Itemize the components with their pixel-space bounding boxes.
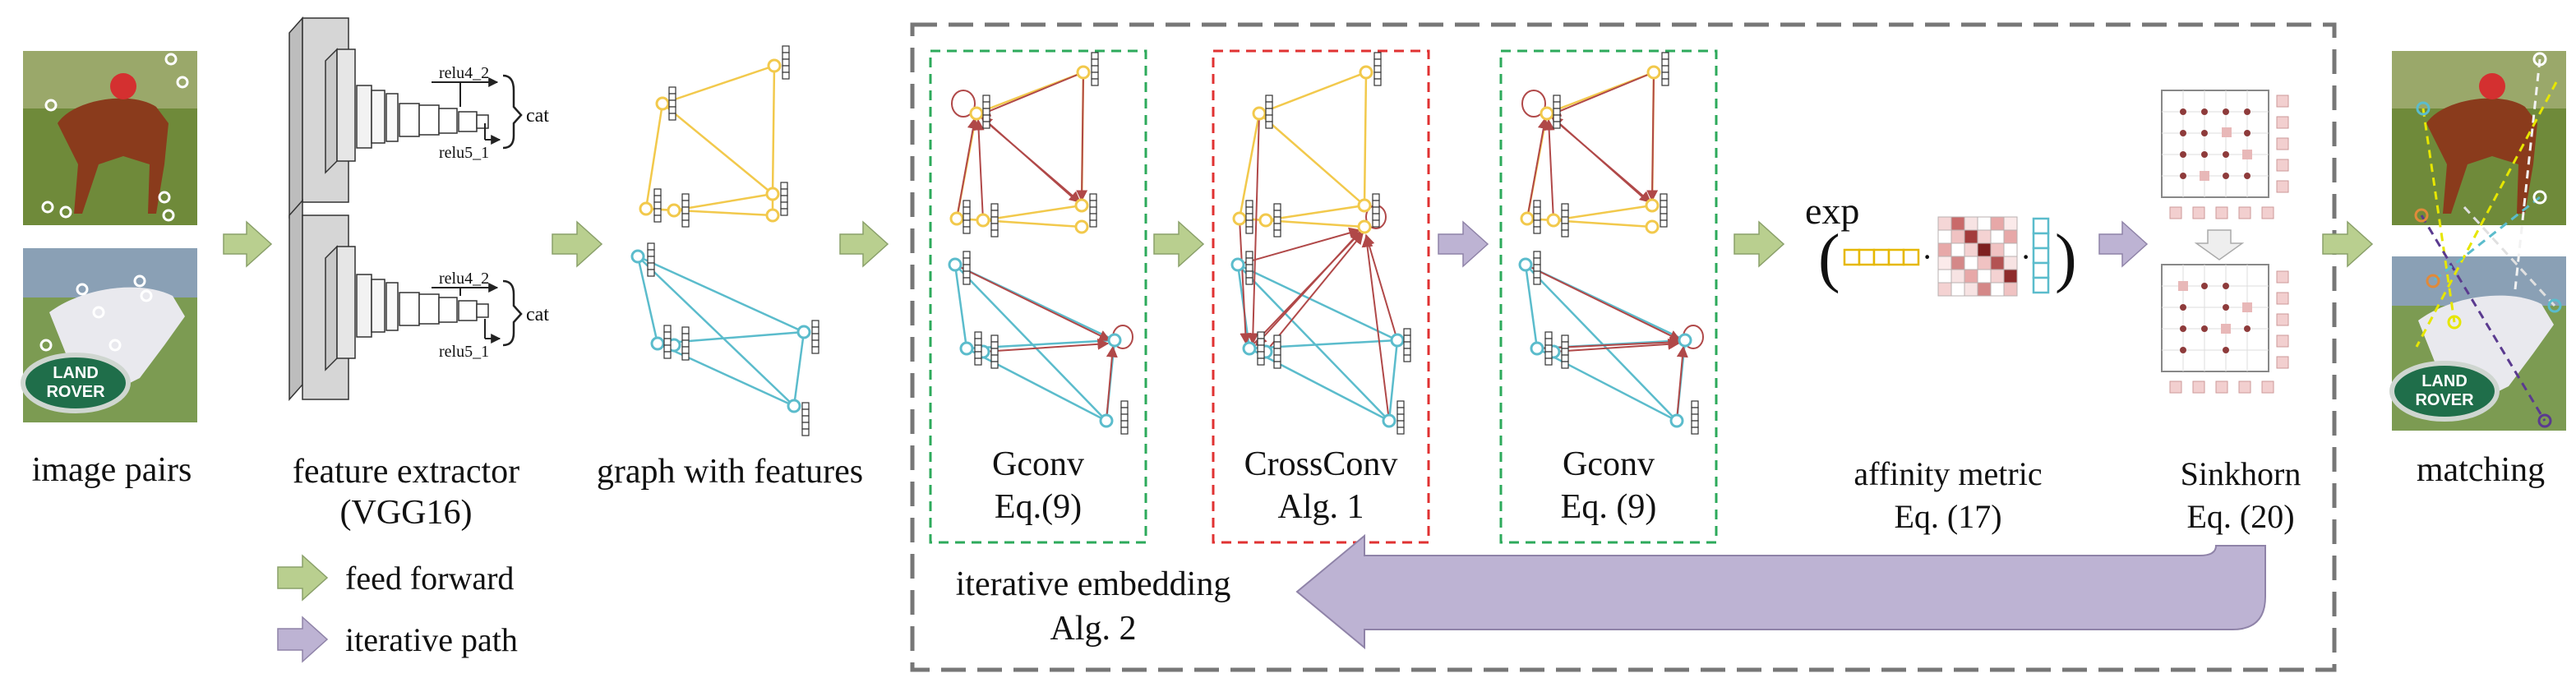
- legend-iterative-arrow: [277, 616, 329, 663]
- label-image-pairs: image pairs: [32, 451, 192, 489]
- label-iterative-embedding: iterative embedding: [956, 565, 1231, 603]
- legend-feed-forward-label: feed forward: [345, 560, 514, 597]
- svg-text:LAND: LAND: [53, 364, 99, 382]
- feature-extractor-vgg: relu4_2 relu5_1 cat relu4_2 relu5_1 cat …: [289, 16, 549, 532]
- label-affinity-metric: affinity metric: [1854, 455, 2042, 492]
- crossconv-box: [1212, 49, 1430, 544]
- label-relu4-2-bottom: relu4_2: [439, 270, 489, 288]
- label-feature-extractor: feature extractor: [293, 453, 519, 491]
- label-matching: matching: [2417, 451, 2545, 489]
- affinity-metric: exp ( · · ) affinity metric Eq. (17): [1805, 190, 2077, 535]
- matching-output: LAND ROVER matching: [2389, 51, 2566, 489]
- arrow-feed-forward-5: [1733, 220, 1785, 268]
- label-cat-bottom: cat: [526, 304, 549, 325]
- affinity-open-paren: (: [1818, 222, 1840, 294]
- affinity-close-paren: ): [2055, 222, 2077, 294]
- arrow-iterative-2: [2098, 220, 2149, 268]
- label-relu5-1-bottom: relu5_1: [439, 343, 489, 361]
- arrow-feed-forward-2: [552, 220, 603, 268]
- label-gconv-2: Gconv: [1563, 445, 1655, 483]
- svg-text:ROVER: ROVER: [2415, 391, 2474, 409]
- gconv-box-1: [929, 49, 1147, 544]
- affinity-exp: exp: [1805, 190, 1859, 232]
- iterative-path-arrow: [1295, 533, 2266, 650]
- label-relu5-1-top: relu5_1: [439, 144, 489, 162]
- arrow-feed-forward-1: [223, 220, 273, 268]
- label-cat-top: cat: [526, 105, 549, 127]
- label-vgg16: (VGG16): [340, 494, 473, 532]
- legend-feed-forward-arrow: [277, 554, 329, 602]
- label-sinkhorn: Sinkhorn: [2181, 455, 2301, 492]
- sinkhorn-input-matrix: [2161, 90, 2269, 198]
- label-sinkhorn-eq: Eq. (20): [2186, 498, 2294, 535]
- label-affinity-eq: Eq. (17): [1894, 498, 2001, 535]
- sinkhorn-down-arrow: [2194, 229, 2245, 261]
- label-crossconv: CrossConv: [1244, 445, 1398, 483]
- iterative-embedding-box: [910, 22, 2337, 672]
- legend: feed forward iterative path: [277, 554, 518, 663]
- gconv-graph-2: [1518, 52, 1704, 435]
- land-rover-logo: [21, 353, 131, 413]
- label-graph-with-features: graph with features: [597, 453, 863, 491]
- label-iterative-embedding-alg: Alg. 2: [1050, 610, 1137, 648]
- label-relu4-2-top: relu4_2: [439, 64, 489, 82]
- sinkhorn-block: Sinkhorn Eq. (20): [2161, 90, 2301, 535]
- image-pair-input: LAND ROVER image pairs: [21, 51, 197, 489]
- graph-with-features: graph with features: [597, 45, 863, 491]
- svg-text:ROVER: ROVER: [46, 383, 105, 401]
- arrow-iterative-1: [1438, 220, 1489, 268]
- crossconv-graph: [1230, 52, 1411, 435]
- arrow-feed-forward-4: [1153, 220, 1205, 268]
- affinity-matrix: [1937, 216, 2018, 297]
- label-crossconv-alg: Alg. 1: [1278, 488, 1364, 526]
- arrow-feed-forward-3: [839, 220, 889, 268]
- gconv-box-2: [1499, 49, 1718, 544]
- label-gconv-1-eq: Eq.(9): [995, 488, 1082, 526]
- legend-iterative-label: iterative path: [345, 621, 518, 658]
- arrow-feed-forward-6: [2322, 220, 2374, 268]
- sinkhorn-output-matrix: [2161, 264, 2269, 372]
- label-gconv-2-eq: Eq. (9): [1561, 488, 1657, 526]
- affinity-dot-2: ·: [2020, 238, 2031, 275]
- gconv-graph-1: [948, 52, 1133, 435]
- affinity-dot-1: ·: [1922, 238, 1932, 275]
- svg-text:LAND: LAND: [2421, 372, 2468, 390]
- label-gconv-1: Gconv: [992, 445, 1084, 483]
- matching-lines: [2415, 58, 2558, 422]
